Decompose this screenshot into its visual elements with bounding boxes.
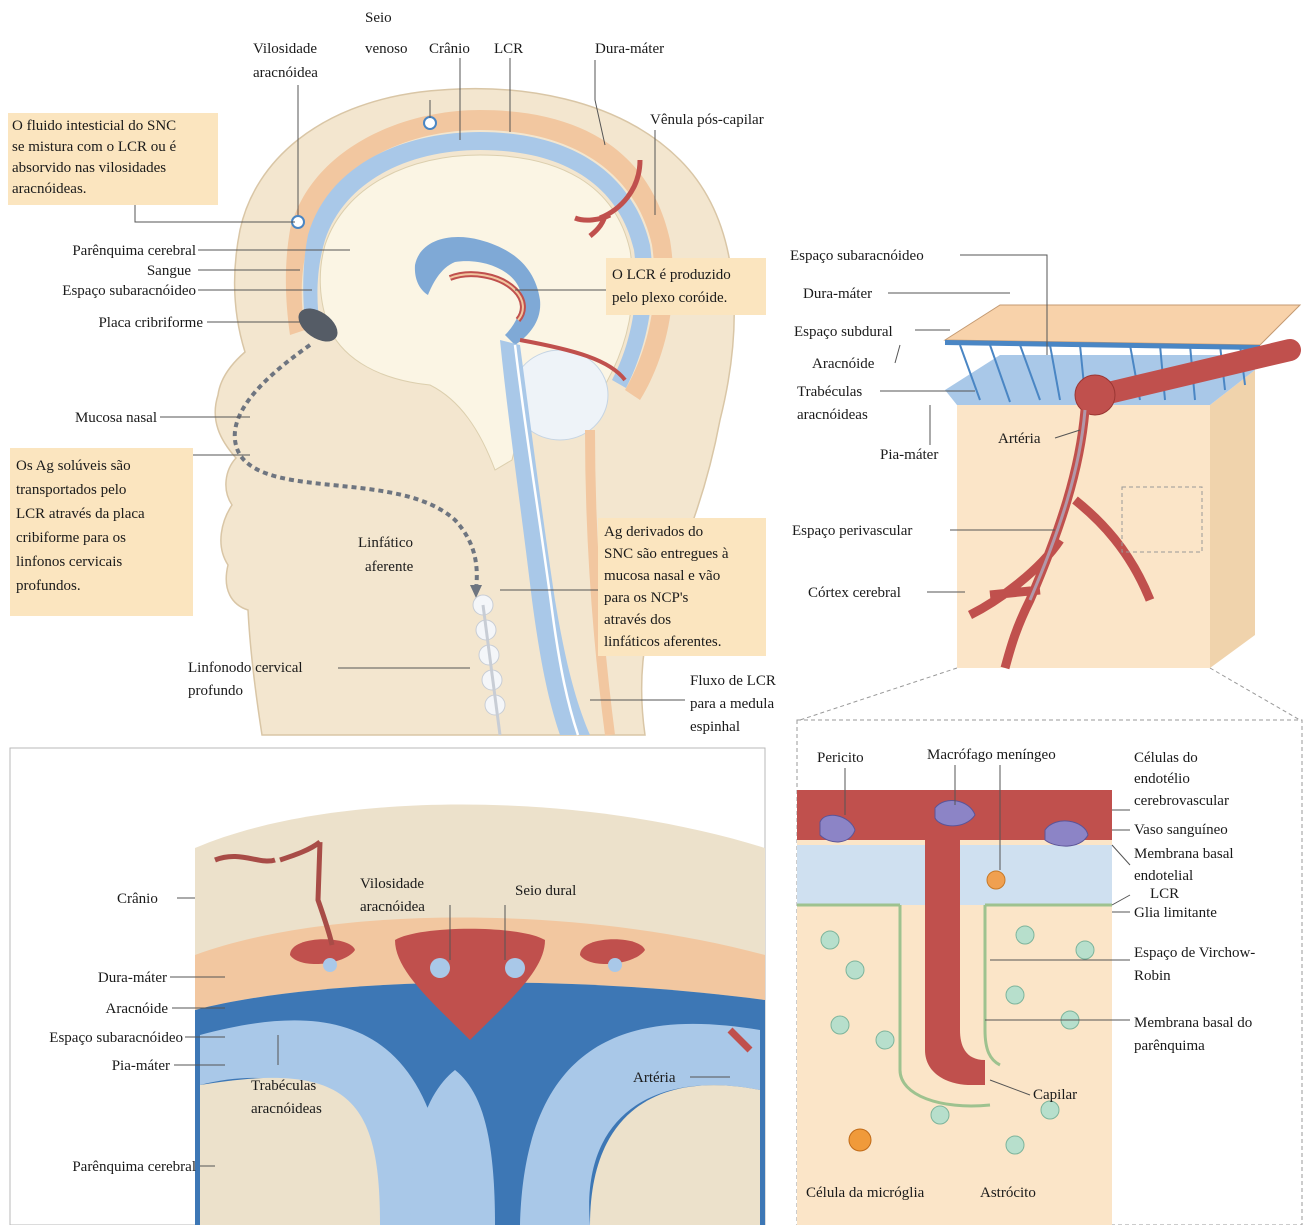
- label-sec-seio-dural: Seio dural: [515, 883, 576, 899]
- label-mic-celulas-1: Células do: [1134, 750, 1198, 766]
- label-mic-virchow-2: Robin: [1134, 968, 1171, 984]
- label-dura-head: Dura-máter: [595, 41, 664, 57]
- label-parenquima-head: Parênquima cerebral: [72, 243, 196, 259]
- label-seio-venoso-2: venoso: [365, 41, 408, 57]
- label-block-cortex: Córtex cerebral: [808, 585, 901, 601]
- note-ag-der-1: Ag derivados do: [604, 524, 703, 540]
- note-fluido-2: se mistura com o LCR ou é: [12, 139, 176, 155]
- note-lcr-2: pelo plexo coróide.: [612, 290, 727, 306]
- label-cranio-head: Crânio: [429, 41, 470, 57]
- label-mic-glia: Glia limitante: [1134, 905, 1217, 921]
- label-block-trabeculas-1: Trabéculas: [797, 384, 862, 400]
- label-block-trabeculas-2: aracnóideas: [797, 407, 868, 423]
- note-ag-der-3: mucosa nasal e vão: [604, 568, 720, 584]
- label-sec-vilosidade-2: aracnóidea: [360, 899, 425, 915]
- dural-sinus-section-panel: [10, 748, 765, 1225]
- note-ag-der-6: linfáticos aferentes.: [604, 634, 721, 650]
- label-linfatico-2: aferente: [365, 559, 414, 575]
- label-lcr-head: LCR: [494, 41, 523, 57]
- note-ag-sol-1: Os Ag solúveis são: [16, 458, 131, 474]
- label-vilosidade-head-2: aracnóidea: [253, 65, 318, 81]
- label-mic-astrocito: Astrócito: [980, 1185, 1036, 1201]
- note-lcr-1: O LCR é produzido: [612, 267, 731, 283]
- label-sec-vilosidade-1: Vilosidade: [360, 876, 424, 892]
- label-sangue: Sangue: [147, 263, 192, 279]
- note-fluido-4: aracnóideas.: [12, 181, 87, 197]
- label-mic-macrofago: Macrófago meníngeo: [927, 747, 1056, 763]
- label-mic-microglia: Célula da micróglia: [806, 1185, 925, 1201]
- label-sec-parenquima: Parênquima cerebral: [72, 1159, 196, 1175]
- label-linfonodo-1: Linfonodo cervical: [188, 660, 303, 676]
- label-block-dura: Dura-máter: [803, 286, 872, 302]
- label-mic-capilar: Capilar: [1033, 1087, 1077, 1103]
- label-block-espaco-sub: Espaço subaracnóideo: [790, 248, 924, 264]
- label-mic-celulas-3: cerebrovascular: [1134, 793, 1229, 809]
- label-mic-membrana-par-1: Membrana basal do: [1134, 1015, 1252, 1031]
- label-venula: Vênula pós-capilar: [650, 112, 764, 128]
- label-fluxo-1: Fluxo de LCR: [690, 673, 776, 689]
- label-block-subdural: Espaço subdural: [794, 324, 893, 340]
- label-linfonodo-2: profundo: [188, 683, 243, 699]
- label-vilosidade-head-1: Vilosidade: [253, 41, 317, 57]
- label-mucosa: Mucosa nasal: [75, 410, 157, 426]
- label-mic-vaso: Vaso sanguíneo: [1134, 822, 1228, 838]
- label-fluxo-2: para a medula: [690, 696, 774, 712]
- label-sec-espaco-sub: Espaço subaracnóideo: [49, 1030, 183, 1046]
- label-fluxo-3: espinhal: [690, 719, 740, 735]
- label-mic-membrana-endo-1: Membrana basal: [1134, 846, 1234, 862]
- label-linfatico-1: Linfático: [358, 535, 413, 551]
- label-mic-membrana-par-2: parênquima: [1134, 1038, 1205, 1054]
- note-ag-sol-3: LCR através da placa: [16, 506, 145, 522]
- label-mic-lcr: LCR: [1150, 886, 1179, 902]
- note-ag-sol-4: cribiforme para os: [16, 530, 126, 546]
- note-ag-sol-2: transportados pelo: [16, 482, 126, 498]
- label-mic-pericito: Pericito: [817, 750, 864, 766]
- label-mic-celulas-2: endotélio: [1134, 771, 1190, 787]
- label-block-perivascular: Espaço perivascular: [792, 523, 912, 539]
- label-sec-cranio: Crânio: [117, 891, 158, 907]
- note-ag-sol-6: profundos.: [16, 578, 81, 594]
- label-sec-pia: Pia-máter: [112, 1058, 170, 1074]
- note-ag-der-4: para os NCP's: [604, 590, 689, 606]
- label-sec-trabeculas-2: aracnóideas: [251, 1101, 322, 1117]
- label-placa: Placa cribriforme: [98, 315, 203, 331]
- note-ag-der-5: através dos: [604, 612, 671, 628]
- block-artery-section: [1075, 375, 1115, 415]
- label-mic-membrana-endo-2: endotelial: [1134, 868, 1193, 884]
- note-ag-der-2: SNC são entregues à: [604, 546, 729, 562]
- label-espaco-sub-head: Espaço subaracnóideo: [62, 283, 196, 299]
- label-seio-venoso-1: Seio: [365, 10, 392, 26]
- label-sec-dura: Dura-máter: [98, 970, 167, 986]
- label-sec-aracnoide: Aracnóide: [106, 1001, 169, 1017]
- note-ag-sol-5: linfonos cervicais: [16, 554, 122, 570]
- label-sec-trabeculas-1: Trabéculas: [251, 1078, 316, 1094]
- note-fluido-1: O fluido intesticial do SNC: [12, 118, 176, 134]
- label-block-arteria: Artéria: [998, 431, 1041, 447]
- label-block-aracnoide: Aracnóide: [812, 356, 875, 372]
- label-block-pia: Pia-máter: [880, 447, 938, 463]
- label-mic-virchow-1: Espaço de Virchow-: [1134, 945, 1255, 961]
- note-fluido-3: absorvido nas vilosidades: [12, 160, 166, 176]
- microglia-cell: [849, 1129, 871, 1151]
- label-sec-arteria: Artéria: [633, 1070, 676, 1086]
